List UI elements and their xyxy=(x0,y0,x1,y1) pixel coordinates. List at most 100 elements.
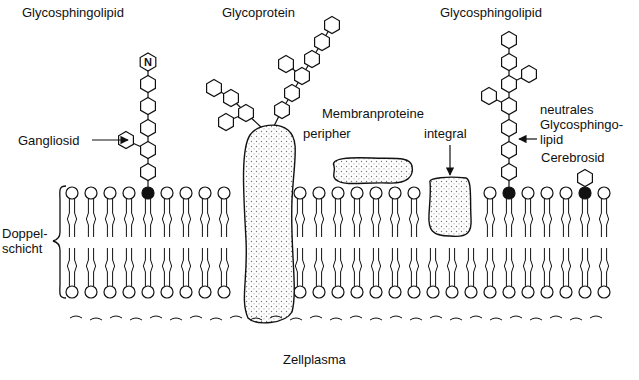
lipid-head xyxy=(351,187,363,199)
cytoplasm-wave xyxy=(150,316,162,318)
sugar-ring xyxy=(279,56,294,73)
lipid-tail xyxy=(504,199,506,237)
lipid-head xyxy=(503,286,515,298)
lipid-tail xyxy=(588,248,590,286)
lipid-tail xyxy=(352,199,354,237)
lipid-tail xyxy=(295,199,297,237)
lipid-tail xyxy=(474,248,476,286)
lipid-tail xyxy=(303,199,305,237)
lipid-tail xyxy=(352,248,354,286)
callout-label: Cerebrosid xyxy=(541,150,605,165)
lipid-tail xyxy=(588,199,590,237)
sugar-ring xyxy=(522,66,537,83)
lipid-tail xyxy=(550,199,552,237)
lipid-head xyxy=(218,286,230,298)
lipid-tail xyxy=(379,248,381,286)
lipid-tail xyxy=(181,248,183,286)
lipid-tail xyxy=(398,248,400,286)
lipid-tail xyxy=(371,199,373,237)
heading-label: Glycosphingolipid xyxy=(440,5,542,20)
sugar-ring xyxy=(141,164,156,181)
sugar-ring-node: N xyxy=(138,52,158,72)
callout-label: Gangliosid xyxy=(18,133,79,148)
lipid-head xyxy=(313,187,325,199)
lipid-tail xyxy=(113,199,115,237)
lipid-tail xyxy=(170,248,172,286)
lipid-tail xyxy=(181,199,183,237)
lipid-tail xyxy=(417,199,419,237)
lipid-tail xyxy=(227,248,229,286)
lipid-head xyxy=(484,187,496,199)
leader-line xyxy=(519,138,537,139)
lipid-tail xyxy=(105,248,107,286)
lipid-tail xyxy=(504,248,506,286)
lipid-tail xyxy=(341,199,343,237)
lipid-head xyxy=(579,187,591,199)
lipid-head xyxy=(123,286,135,298)
lipid-tail xyxy=(162,199,164,237)
sugar-ring xyxy=(141,120,156,137)
sugar-ring xyxy=(219,114,234,131)
cytoplasm-wave xyxy=(390,316,402,318)
lipid-tail xyxy=(75,199,77,237)
ring-letter: N xyxy=(138,52,158,72)
lipid-head xyxy=(389,286,401,298)
lipid-tail xyxy=(67,248,69,286)
lipid-tail xyxy=(208,248,210,286)
lipid-tail xyxy=(599,248,601,286)
lipid-tail xyxy=(200,248,202,286)
lipid-tail xyxy=(143,248,145,286)
sugar-ring xyxy=(275,102,290,119)
lipid-tail xyxy=(86,199,88,237)
peripheral-protein xyxy=(333,158,412,184)
callout-label: peripher xyxy=(303,126,351,141)
region-label: Zellplasma xyxy=(283,352,346,367)
sugar-ring xyxy=(502,142,517,159)
lipid-head xyxy=(522,187,534,199)
lipid-head xyxy=(541,286,553,298)
lipid-tail xyxy=(303,248,305,286)
lipid-head xyxy=(370,286,382,298)
lipid-tail xyxy=(189,199,191,237)
cytoplasm-wave xyxy=(310,316,322,318)
sugar-ring xyxy=(207,80,222,97)
lipid-tail xyxy=(151,248,153,286)
lipid-tail xyxy=(170,199,172,237)
lipid-head xyxy=(180,187,192,199)
lipid-head xyxy=(66,286,78,298)
lipid-tail xyxy=(493,248,495,286)
lipid-tail xyxy=(379,199,381,237)
sugar-ring xyxy=(315,34,330,51)
lipid-head xyxy=(370,187,382,199)
cytoplasm-wave xyxy=(190,316,202,318)
lipid-tail xyxy=(132,248,134,286)
glycoprotein-body xyxy=(244,125,296,323)
sugar-ring xyxy=(239,105,254,122)
cytoplasm-wave xyxy=(270,316,282,318)
cytoplasm-wave xyxy=(450,318,462,320)
lipid-tail xyxy=(151,199,153,237)
lipid-tail xyxy=(523,248,525,286)
sugar-ring xyxy=(502,120,517,137)
lipid-tail xyxy=(607,248,609,286)
lipid-tail xyxy=(208,199,210,237)
lipid-tail xyxy=(447,248,449,286)
lipid-tail xyxy=(124,248,126,286)
lipid-head xyxy=(180,286,192,298)
cytoplasm-wave xyxy=(470,316,482,318)
lipid-tail xyxy=(580,248,582,286)
lipid-tail xyxy=(189,248,191,286)
lipid-tail xyxy=(599,199,601,237)
sugar-ring xyxy=(305,51,320,68)
lipid-tail xyxy=(371,248,373,286)
lipid-tail xyxy=(200,199,202,237)
integral-protein xyxy=(429,177,471,236)
lipid-tail xyxy=(94,248,96,286)
lipid-tail xyxy=(409,248,411,286)
lipid-tail xyxy=(569,199,571,237)
sugar-ring xyxy=(502,164,517,181)
lipid-head xyxy=(446,286,458,298)
lipid-head xyxy=(313,286,325,298)
